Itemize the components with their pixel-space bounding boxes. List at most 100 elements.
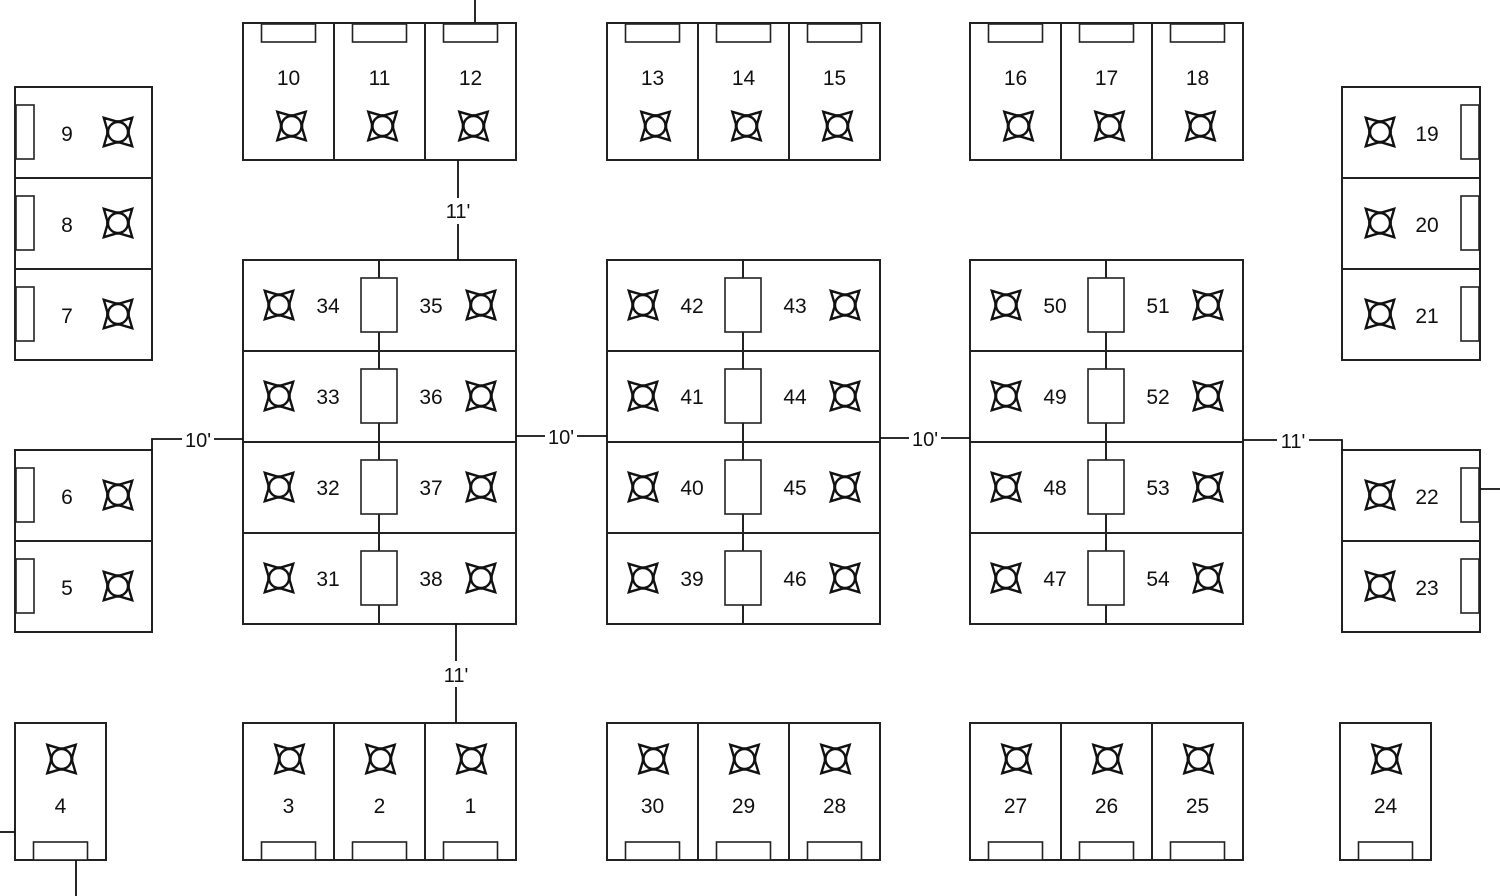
booth[interactable]: 52 bbox=[1105, 350, 1244, 443]
table-icon bbox=[15, 558, 35, 614]
booth-outline bbox=[1151, 22, 1244, 161]
booth-outline bbox=[788, 722, 881, 861]
booth[interactable]: 9 bbox=[14, 86, 153, 179]
table-icon bbox=[987, 23, 1044, 43]
booth-outline bbox=[969, 259, 1107, 352]
booth[interactable]: 14 bbox=[697, 22, 790, 161]
table-icon bbox=[442, 23, 499, 43]
table-icon bbox=[1357, 841, 1414, 861]
table-icon bbox=[724, 368, 762, 424]
booth[interactable]: 10 bbox=[242, 22, 335, 161]
booth[interactable]: 51 bbox=[1105, 259, 1244, 352]
booth[interactable]: 22 bbox=[1341, 449, 1481, 542]
booth[interactable]: 54 bbox=[1105, 532, 1244, 625]
booth[interactable]: 34 bbox=[242, 259, 380, 352]
booth[interactable]: 1 bbox=[424, 722, 517, 861]
table-icon bbox=[1460, 558, 1480, 614]
booth[interactable]: 43 bbox=[742, 259, 881, 352]
booth[interactable]: 27 bbox=[969, 722, 1062, 861]
booth[interactable]: 19 bbox=[1341, 86, 1481, 179]
table-icon bbox=[442, 841, 499, 861]
booth[interactable]: 42 bbox=[606, 259, 744, 352]
chair-icon bbox=[1002, 110, 1035, 142]
booth-number: 31 bbox=[316, 568, 339, 591]
booth-number: 35 bbox=[419, 295, 442, 318]
booth-number: 3 bbox=[283, 795, 295, 818]
chair-icon bbox=[1192, 471, 1224, 503]
booth-number: 19 bbox=[1415, 123, 1438, 146]
booth-number: 42 bbox=[680, 295, 703, 318]
booth-number: 9 bbox=[61, 123, 73, 146]
booth[interactable]: 32 bbox=[242, 441, 380, 534]
booth[interactable]: 46 bbox=[742, 532, 881, 625]
booth-outline bbox=[742, 441, 881, 534]
booth[interactable]: 2 bbox=[333, 722, 426, 861]
booth[interactable]: 21 bbox=[1341, 268, 1481, 361]
booth-outline bbox=[1105, 350, 1244, 443]
table-icon bbox=[1078, 841, 1135, 861]
booth-outline bbox=[14, 86, 153, 179]
chair-icon bbox=[1000, 743, 1033, 775]
booth-number: 43 bbox=[783, 295, 806, 318]
chair-icon bbox=[1364, 207, 1396, 239]
booth-number: 54 bbox=[1146, 568, 1170, 591]
booth-outline bbox=[969, 22, 1062, 161]
booth[interactable]: 49 bbox=[969, 350, 1107, 443]
booth[interactable]: 39 bbox=[606, 532, 744, 625]
booth[interactable]: 25 bbox=[1151, 722, 1244, 861]
booth[interactable]: 31 bbox=[242, 532, 380, 625]
booth[interactable]: 12 bbox=[424, 22, 517, 161]
booth-number: 16 bbox=[1004, 67, 1027, 90]
booth[interactable]: 44 bbox=[742, 350, 881, 443]
chair-icon bbox=[829, 289, 861, 321]
booth-number: 26 bbox=[1095, 795, 1118, 818]
booth[interactable]: 48 bbox=[969, 441, 1107, 534]
booth[interactable]: 45 bbox=[742, 441, 881, 534]
booth[interactable]: 20 bbox=[1341, 177, 1481, 270]
booth[interactable]: 29 bbox=[697, 722, 790, 861]
chair-icon bbox=[1192, 562, 1224, 594]
booth[interactable]: 16 bbox=[969, 22, 1062, 161]
booth[interactable]: 50 bbox=[969, 259, 1107, 352]
booth[interactable]: 35 bbox=[378, 259, 517, 352]
booth-outline bbox=[1105, 532, 1244, 625]
booth[interactable]: 17 bbox=[1060, 22, 1153, 161]
booth-outline bbox=[14, 540, 153, 633]
booth-outline bbox=[1060, 722, 1153, 861]
booth-outline bbox=[697, 22, 790, 161]
booth[interactable]: 18 bbox=[1151, 22, 1244, 161]
booth[interactable]: 3 bbox=[242, 722, 335, 861]
booth-outline bbox=[14, 177, 153, 270]
booth[interactable]: 8 bbox=[14, 177, 153, 270]
chair-icon bbox=[263, 380, 295, 412]
booth[interactable]: 38 bbox=[378, 532, 517, 625]
booth[interactable]: 40 bbox=[606, 441, 744, 534]
table-icon bbox=[1460, 286, 1480, 342]
booth[interactable]: 30 bbox=[606, 722, 699, 861]
chair-icon bbox=[1364, 570, 1396, 602]
booth[interactable]: 11 bbox=[333, 22, 426, 161]
booth[interactable]: 23 bbox=[1341, 540, 1481, 633]
booth[interactable]: 28 bbox=[788, 722, 881, 861]
chair-icon bbox=[455, 743, 488, 775]
chair-icon bbox=[1364, 479, 1396, 511]
booth[interactable]: 33 bbox=[242, 350, 380, 443]
booth[interactable]: 41 bbox=[606, 350, 744, 443]
booth-number: 12 bbox=[459, 67, 482, 90]
booth[interactable]: 26 bbox=[1060, 722, 1153, 861]
booth[interactable]: 7 bbox=[14, 268, 153, 361]
booth[interactable]: 13 bbox=[606, 22, 699, 161]
booth[interactable]: 15 bbox=[788, 22, 881, 161]
booth[interactable]: 36 bbox=[378, 350, 517, 443]
booth[interactable]: 37 bbox=[378, 441, 517, 534]
booth[interactable]: 5 bbox=[14, 540, 153, 633]
booth[interactable]: 53 bbox=[1105, 441, 1244, 534]
booth[interactable]: 47 bbox=[969, 532, 1107, 625]
chair-icon bbox=[627, 562, 659, 594]
chair-icon bbox=[273, 743, 306, 775]
booth[interactable]: 24 bbox=[1339, 722, 1432, 861]
booth[interactable]: 6 bbox=[14, 449, 153, 542]
booth[interactable]: 4 bbox=[14, 722, 107, 861]
table-icon bbox=[806, 23, 863, 43]
